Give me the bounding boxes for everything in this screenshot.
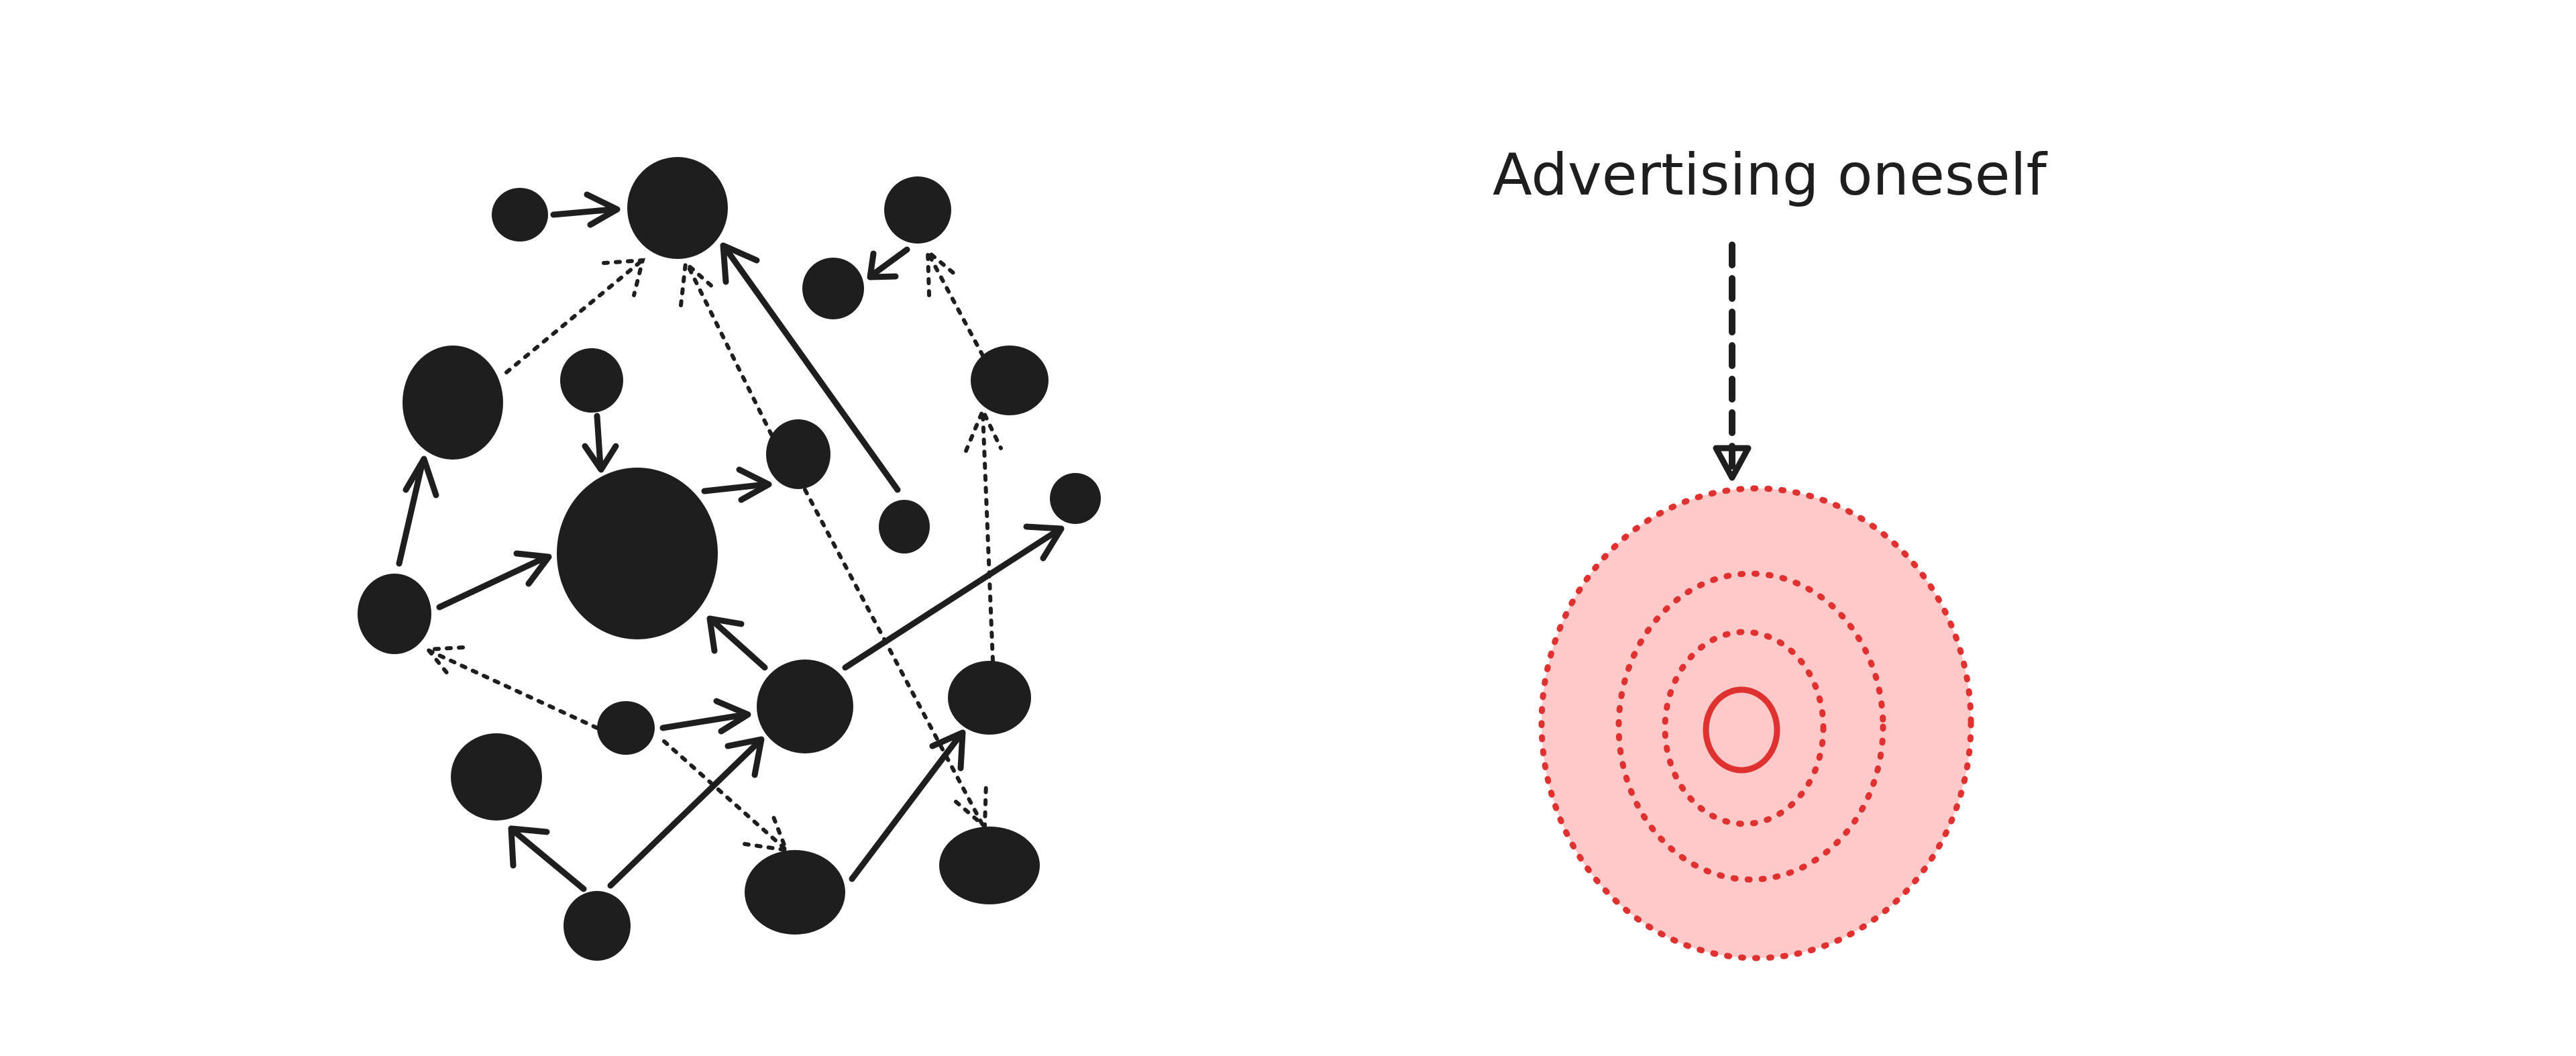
network-node — [627, 157, 728, 259]
dotted-arrowhead — [602, 258, 645, 297]
dotted-edges — [423, 247, 1003, 853]
solid-edge — [607, 738, 763, 889]
solid-edge — [659, 711, 749, 731]
solid-edges — [396, 191, 1065, 892]
nodes — [358, 157, 1101, 961]
network-node — [358, 574, 431, 654]
solid-edge — [849, 731, 964, 882]
dotted-edge — [427, 649, 599, 730]
network-node — [939, 827, 1040, 904]
advertising-label: Advertising oneself — [1493, 142, 2047, 209]
solid-edge — [396, 458, 426, 567]
dotted-edge — [504, 260, 643, 374]
network-node — [1050, 473, 1101, 524]
dotted-arrowhead — [743, 810, 790, 853]
network-node — [557, 468, 718, 639]
network-node — [402, 346, 503, 460]
target-outer-ring — [1538, 485, 1974, 961]
solid-arrowhead — [706, 615, 745, 654]
solid-edge — [701, 481, 769, 494]
network-node — [745, 850, 845, 935]
dotted-arrowhead — [964, 405, 1003, 453]
network-node — [948, 661, 1031, 735]
network-node — [884, 176, 951, 244]
dotted-arrowhead — [925, 247, 958, 297]
solid-edge — [709, 617, 768, 671]
target-middle-ring — [1615, 570, 1886, 883]
dashed-arrow-head — [1713, 445, 1752, 481]
solid-edge — [436, 553, 550, 611]
solid-arrowhead — [508, 825, 550, 869]
network-node — [492, 188, 548, 242]
solid-edge — [721, 244, 901, 493]
solid-edge — [510, 827, 587, 892]
solid-arrowhead — [513, 550, 552, 587]
advertising-target: Advertising oneself — [1493, 142, 2047, 961]
dotted-edge — [662, 739, 787, 851]
dotted-arrowhead — [423, 645, 465, 680]
dotted-arrowhead — [679, 258, 716, 307]
solid-edge — [550, 206, 617, 218]
solid-edge — [594, 413, 604, 470]
network-node — [597, 701, 655, 755]
solid-edge — [842, 527, 1062, 671]
solid-arrowhead — [582, 443, 619, 473]
solid-arrowhead — [584, 191, 621, 228]
network-graph — [358, 157, 1101, 961]
solid-arrowhead — [867, 250, 899, 280]
solid-arrowhead — [713, 698, 751, 735]
network-node — [757, 659, 853, 753]
dotted-edge — [803, 488, 985, 827]
solid-edge — [869, 246, 910, 278]
network-node — [766, 419, 830, 489]
solid-arrowhead — [1023, 523, 1065, 562]
network-node — [564, 891, 631, 961]
network-node — [560, 348, 623, 413]
solid-arrowhead — [720, 242, 760, 285]
solid-arrowhead — [724, 736, 765, 778]
network-node — [971, 346, 1049, 415]
target-center — [1703, 686, 1780, 774]
dotted-edge — [686, 263, 773, 437]
solid-arrowhead — [736, 466, 772, 503]
target-inner-ring — [1662, 629, 1827, 827]
network-node — [879, 500, 930, 553]
dotted-edge — [981, 411, 995, 663]
network-node — [451, 733, 542, 821]
dotted-arrowhead — [954, 780, 988, 831]
network-node — [802, 258, 864, 319]
dotted-edge — [927, 253, 985, 358]
solid-arrowhead — [402, 456, 439, 498]
solid-arrowhead — [929, 729, 966, 772]
